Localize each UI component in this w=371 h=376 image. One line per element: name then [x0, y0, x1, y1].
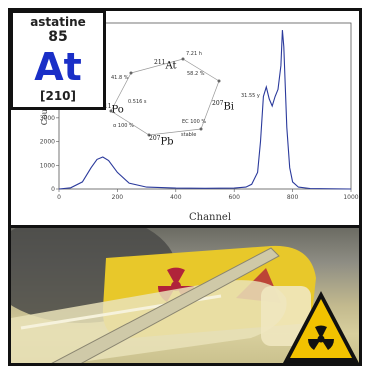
atomic-mass: [210]	[39, 89, 77, 103]
branch-label: 31.55 y	[241, 93, 260, 99]
nuclide-pb207: 207Pb	[149, 135, 174, 148]
y-axis-label: Counts	[40, 97, 49, 126]
decay-arrow-head	[147, 133, 151, 137]
figure-frame: 0200400600800100001000200030004000500060…	[8, 8, 362, 366]
x-tick-label: 600	[228, 194, 240, 201]
chart-series	[58, 30, 352, 190]
pale-cylinder	[261, 286, 311, 346]
radiation-warning-sign	[283, 291, 359, 363]
branch-label: α 100 %	[113, 123, 134, 129]
decay-arrow-head	[109, 109, 113, 113]
spectrum-series-line	[58, 30, 352, 190]
y-tick-label: 0	[51, 186, 55, 193]
y-tick-label: 3000	[40, 115, 55, 122]
lab-photo-illustration	[11, 228, 359, 363]
x-tick-label: 800	[287, 194, 299, 201]
panel-divider	[11, 225, 359, 228]
x-tick-label: 400	[170, 194, 182, 201]
branch-label: 0.516 s	[128, 99, 147, 105]
decay-scheme-diagram	[109, 57, 221, 137]
nuclide-at211: 211At	[154, 59, 177, 72]
branch-label: 58.2 %	[187, 71, 205, 77]
y-tick-label: 1000	[40, 162, 55, 169]
x-tick-label: 0	[57, 194, 61, 201]
branch-label: 7.21 h	[186, 51, 202, 57]
spectrum-chart: 0200400600800100001000200030004000500060…	[40, 20, 359, 201]
chart-ticks: 0200400600800100001000200030004000500060…	[40, 20, 359, 201]
lab-photo	[11, 228, 359, 363]
decay-arrow-head	[199, 127, 203, 131]
decay-arrow-head	[217, 79, 221, 83]
decay-arrow-head	[129, 71, 133, 75]
y-tick-label: 2000	[40, 139, 55, 146]
spectrum-panel: 0200400600800100001000200030004000500060…	[11, 11, 359, 225]
forceps	[51, 247, 280, 363]
x-tick-label: 200	[112, 194, 124, 201]
branch-label: EC 100 %	[182, 119, 207, 125]
element-symbol: At	[34, 45, 82, 89]
branch-label: 41.8 %	[111, 75, 129, 81]
x-axis-label: Channel	[189, 212, 232, 223]
x-tick-label: 1000	[343, 194, 358, 201]
decay-arrow-head	[181, 57, 185, 61]
nuclide-bi207: 207Bi	[212, 100, 234, 113]
branch-label: stable	[181, 132, 197, 138]
atomic-number: 85	[48, 29, 68, 45]
element-name: astatine	[30, 15, 86, 29]
element-tile: astatine 85 At [210]	[11, 11, 106, 110]
